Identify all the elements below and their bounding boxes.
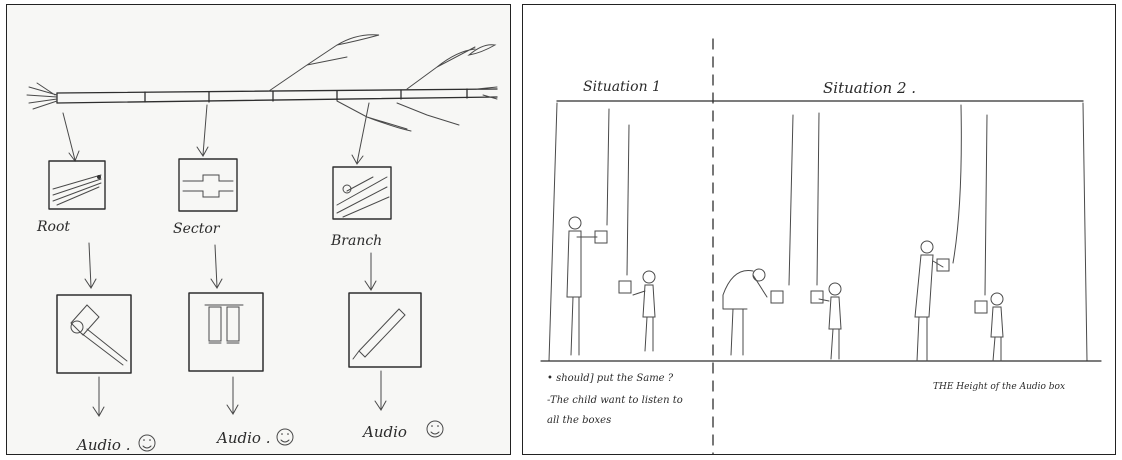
hanging-boxes-situation-1 — [595, 109, 631, 293]
root-label: Root — [36, 219, 70, 235]
knife-box — [349, 293, 421, 367]
adult-figure-2 — [915, 241, 949, 361]
height-note: THE Height of the Audio box — [933, 382, 1065, 392]
situation-2-title: Situation 2 . — [823, 79, 916, 97]
smiley-icon — [139, 435, 155, 451]
adult-figure — [567, 217, 597, 355]
branch-label: Branch — [330, 233, 382, 249]
child-figure — [633, 271, 655, 351]
bamboo-parts-sketch: Root Sector Branch — [6, 4, 511, 455]
audio-box-situations-sketch: Situation 1 Situation 2 . — [522, 4, 1116, 455]
root-box — [49, 161, 105, 209]
note-line-2: -The child want to listen to — [547, 395, 683, 406]
situation-1-title: Situation 1 — [583, 79, 661, 95]
child-figure-3 — [991, 293, 1003, 361]
audio-label-1: Audio . — [75, 436, 130, 454]
bamboo-sketch-drawing: Root Sector Branch — [7, 5, 511, 455]
part-arrows — [85, 243, 376, 290]
child-figure-2 — [819, 283, 841, 359]
hanging-boxes-situation-2 — [771, 105, 987, 313]
bamboo-stalk — [27, 35, 497, 131]
bending-adult-figure — [723, 269, 767, 355]
sector-label: Sector — [173, 221, 221, 237]
branch-box — [333, 167, 391, 219]
smiley-icon — [427, 421, 443, 437]
audio-arrows — [93, 371, 386, 416]
note-line-1: • should] put the Same ? — [547, 373, 674, 384]
sector-box — [179, 159, 237, 211]
situations-drawing: Situation 1 Situation 2 . — [523, 5, 1116, 455]
blocks-box — [189, 293, 263, 371]
smiley-icon — [277, 429, 293, 445]
audio-label-2: Audio . — [215, 429, 270, 447]
stalk-arrows — [63, 103, 369, 164]
hammer-box — [57, 295, 131, 373]
note-line-3: all the boxes — [547, 415, 611, 426]
audio-label-3: Audio — [361, 423, 407, 441]
